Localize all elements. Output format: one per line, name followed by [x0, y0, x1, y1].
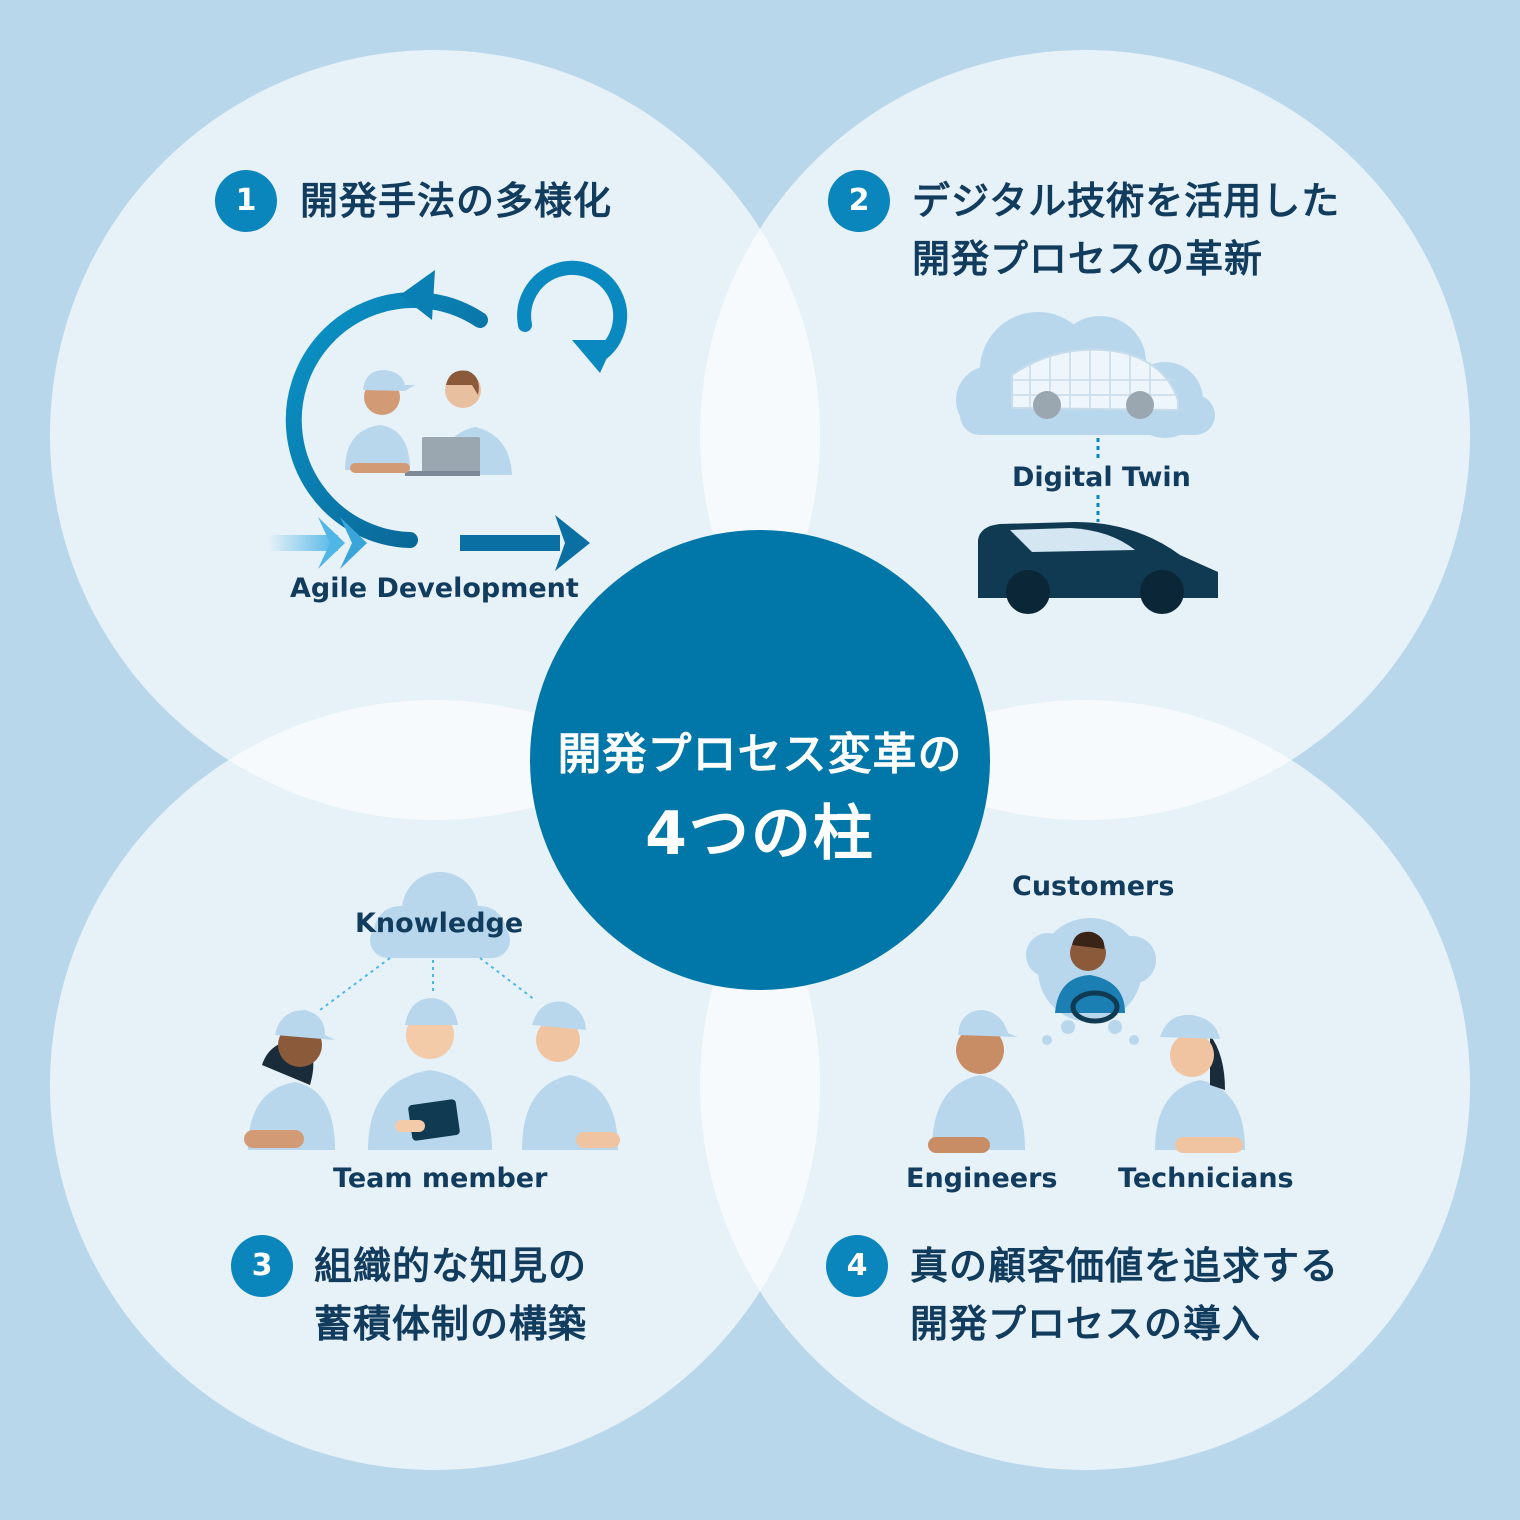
car-icon: [978, 522, 1218, 614]
center-circle: [530, 530, 990, 990]
pillar-3-title: 組織的な知見の 蓄積体制の構築: [314, 1237, 587, 1353]
pillar-2-title-line-1: デジタル技術を活用した: [912, 179, 1341, 223]
pillar-1-number-badge: 1: [215, 170, 277, 232]
knowledge-cloud-icon: [370, 872, 510, 958]
team-member-icon: [522, 1001, 620, 1150]
pillar-2-title-line-2: 開発プロセスの革新: [912, 237, 1264, 281]
team-member-icon: [244, 1010, 335, 1150]
technician-icon: [1155, 1014, 1245, 1153]
small-loop-arrowhead-icon: [572, 340, 615, 373]
pillar-3-title-line-1: 組織的な知見の: [314, 1244, 588, 1288]
team-member-label: Team member: [333, 1163, 548, 1194]
agile-development-label: Agile Development: [290, 573, 579, 604]
outgoing-arrow-icon: [555, 515, 590, 571]
customer-value-illustration: [928, 918, 1245, 1153]
digital-twin-illustration: [956, 312, 1218, 614]
cycle-ring-icon: [285, 292, 488, 548]
incoming-arrow-icon: [318, 517, 345, 569]
center-title-line-1: 開発プロセス変革の: [557, 729, 963, 780]
pillar-2-number-badge: 2: [828, 170, 890, 232]
pillar-4-title-line-2: 開発プロセスの導入: [910, 1302, 1262, 1346]
pillar-4-title: 真の顧客価値を追求する 開発プロセスの導入: [910, 1237, 1339, 1353]
engineers-label: Engineers: [906, 1163, 1058, 1194]
engineer-icon: [928, 1010, 1025, 1153]
technicians-label: Technicians: [1118, 1163, 1294, 1194]
knowledge-label: Knowledge: [355, 908, 524, 939]
center-title-line-2: 4つの柱: [645, 799, 875, 869]
pillar-4-title-line-1: 真の顧客価値を追求する: [910, 1244, 1340, 1288]
pillar-1-title-line-1: 開発手法の多様化: [300, 179, 613, 223]
pillar-2-title: デジタル技術を活用した 開発プロセスの革新: [912, 172, 1340, 288]
cycle-arrowhead-icon: [400, 270, 435, 320]
pillar-3-number-badge: 3: [231, 1235, 293, 1297]
agile-cycle-illustration: [268, 260, 628, 571]
knowledge-sharing-illustration: [244, 872, 620, 1150]
pillar-3-title-line-2: 蓄積体制の構築: [314, 1302, 588, 1346]
people-with-laptop-icon: [345, 370, 512, 476]
team-member-icon: [368, 998, 492, 1150]
pillar-4-number-badge: 4: [826, 1235, 888, 1297]
customers-label: Customers: [1012, 871, 1175, 902]
pillar-1-title: 開発手法の多様化: [300, 172, 612, 230]
wireframe-car-icon: [1011, 348, 1179, 419]
digital-twin-label: Digital Twin: [1012, 462, 1191, 493]
customer-driver-icon: [1055, 931, 1125, 1024]
small-loop-icon: [517, 260, 628, 362]
